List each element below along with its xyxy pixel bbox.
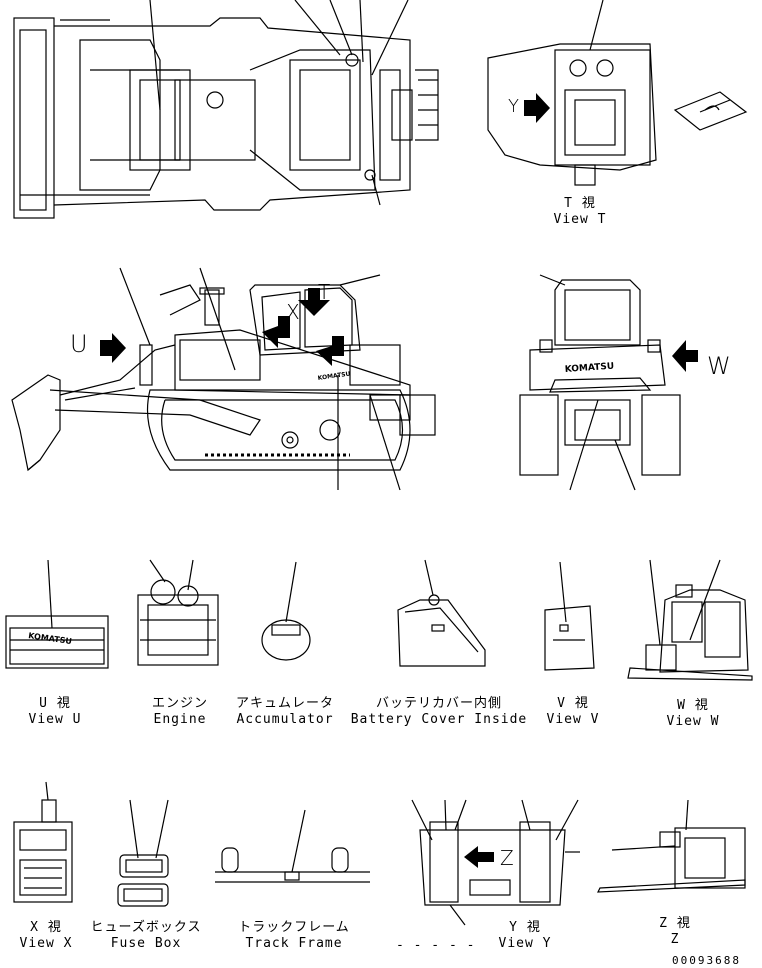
arrow-x-2	[298, 288, 330, 316]
arrow-letter-t: T	[318, 280, 331, 304]
caption-view-y: Y 視 View Y	[490, 920, 560, 952]
view-t-drawing	[487, 0, 748, 186]
view-u-arrow	[100, 333, 126, 363]
caption-view-t-en: View T	[553, 212, 607, 227]
caption-view-u-jp: U 視	[39, 696, 71, 711]
caption-battery-cover: バッテリカバー内側 Battery Cover Inside	[348, 696, 530, 728]
caption-view-u: U 視 View U	[10, 696, 100, 728]
caption-view-u-en: View U	[28, 712, 82, 727]
view-v-drawing	[544, 561, 595, 671]
caption-view-z-en: Z	[670, 932, 680, 947]
view-y-drawing	[411, 799, 580, 926]
view-t-arrow	[524, 93, 550, 123]
caption-fuse-box: ヒューズボックス Fuse Box	[88, 920, 204, 952]
arrow-x-1	[262, 316, 290, 348]
caption-accumulator-en: Accumulator	[236, 712, 334, 727]
side-komatsu-logo: KOMATSU	[317, 370, 351, 382]
caption-view-t: T 視 View T	[540, 196, 620, 228]
rear-komatsu-logo: KOMATSU	[565, 362, 615, 375]
caption-battery-cover-jp: バッテリカバー内側	[375, 696, 502, 711]
caption-view-y-jp: Y 視	[509, 920, 541, 935]
dash-marks: - - - - -	[396, 938, 476, 953]
rear-view	[519, 274, 681, 491]
track-frame-drawing	[215, 809, 370, 883]
caption-view-x-en: View X	[19, 936, 73, 951]
accumulator-drawing	[261, 561, 311, 661]
caption-view-y-en: View Y	[498, 936, 552, 951]
arrow-letter-u: U	[70, 330, 88, 358]
caption-engine-en: Engine	[153, 712, 207, 727]
top-plan-view	[13, 0, 439, 219]
caption-track-frame: トラックフレーム Track Frame	[236, 920, 352, 952]
caption-engine-jp: エンジン	[151, 696, 208, 711]
caption-fuse-box-jp: ヒューズボックス	[90, 920, 202, 935]
caption-fuse-box-en: Fuse Box	[110, 936, 182, 951]
caption-view-w-jp: W 視	[677, 698, 709, 713]
view-u-komatsu-logo: KOMATSU	[28, 631, 73, 646]
caption-view-z: Z 視 Z	[640, 916, 710, 948]
side-view	[11, 267, 436, 491]
view-y-arrow	[464, 846, 494, 868]
view-z-drawing	[597, 799, 746, 893]
battery-cover-drawing	[397, 559, 486, 667]
view-w-arrow	[672, 340, 698, 372]
caption-view-v: V 視 View V	[540, 696, 606, 728]
arrow-letter-y: Y	[508, 96, 519, 117]
caption-view-z-jp: Z 視	[659, 916, 691, 931]
engine-drawing	[137, 559, 219, 666]
caption-engine: エンジン Engine	[135, 696, 225, 728]
caption-battery-cover-en: Battery Cover Inside	[350, 712, 528, 727]
drawing-code: 00093688	[672, 954, 741, 967]
caption-track-frame-en: Track Frame	[245, 936, 343, 951]
caption-accumulator: アキュムレータ Accumulator	[233, 696, 337, 728]
caption-view-v-en: View V	[546, 712, 600, 727]
arrow-y-side	[316, 336, 344, 366]
arrow-letter-w: W	[707, 352, 731, 380]
arrow-letter-x: X	[286, 300, 300, 324]
caption-track-frame-jp: トラックフレーム	[238, 920, 350, 935]
view-x-drawing	[13, 781, 73, 903]
caption-view-w: W 視 View W	[660, 698, 726, 730]
caption-view-x: X 視 View X	[8, 920, 84, 952]
view-u-drawing	[5, 559, 109, 669]
view-w-drawing	[627, 559, 753, 681]
caption-accumulator-jp: アキュムレータ	[235, 696, 334, 711]
caption-view-t-jp: T 視	[564, 196, 596, 211]
caption-view-x-jp: X 視	[30, 920, 62, 935]
arrow-letter-z: Z	[500, 846, 514, 870]
caption-view-v-jp: V 視	[557, 696, 589, 711]
caption-view-w-en: View W	[666, 714, 720, 729]
fuse-box-drawing	[117, 799, 169, 907]
